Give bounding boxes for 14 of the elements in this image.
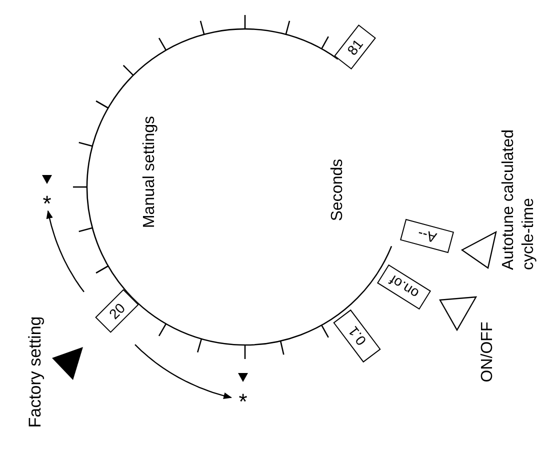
annotation-text: Factory setting xyxy=(24,316,46,428)
star-mark: * xyxy=(40,192,54,208)
arrow xyxy=(134,344,232,399)
scale-value-box: on.of xyxy=(376,264,432,310)
annotation-text: ON/OFF xyxy=(478,322,497,382)
scale-value-box: 0.1 xyxy=(333,309,381,363)
annotation-text: Manual settings xyxy=(140,116,159,228)
star-mark: * xyxy=(236,390,250,406)
scale-value-box: A-- xyxy=(400,218,454,254)
arrow xyxy=(46,210,84,292)
annotation-text: Autotune calculated cycle-time xyxy=(499,128,538,270)
scale-value-box: 20 xyxy=(95,289,139,333)
scale-value-box: 81 xyxy=(334,24,376,70)
annotation-text: Seconds xyxy=(328,158,347,222)
